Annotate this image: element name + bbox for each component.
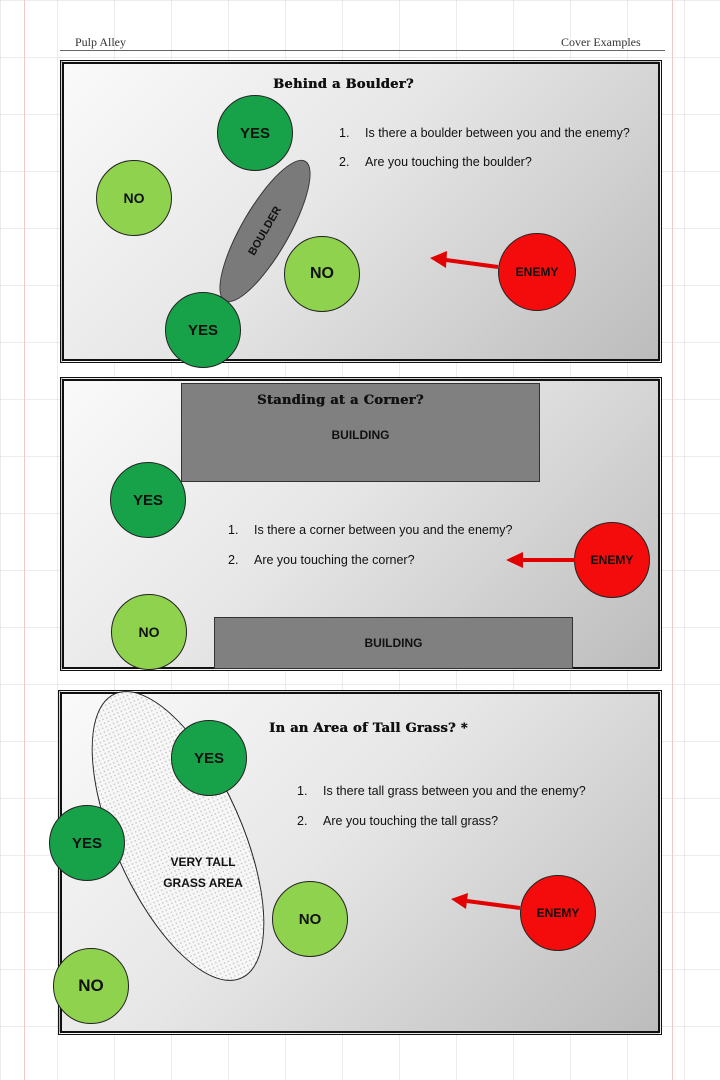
building-label: BUILDING [364, 636, 423, 650]
question-2: 2. Are you touching the boulder? [339, 155, 532, 169]
no-token: NO [53, 948, 129, 1024]
no-token: NO [272, 881, 348, 957]
question-1: 1. Is there tall grass between you and t… [297, 784, 586, 798]
question-text: Is there a corner between you and the en… [254, 523, 513, 537]
question-2: 2. Are you touching the corner? [228, 553, 415, 567]
panel-title: In an Area of Tall Grass? * [269, 721, 468, 736]
yes-token: YES [165, 292, 241, 368]
header-left: Pulp Alley [75, 35, 127, 49]
question-text: Are you touching the tall grass? [323, 814, 499, 828]
no-token: NO [284, 236, 360, 312]
panel-title: Standing at a Corner? [257, 393, 424, 408]
question-text: Are you touching the corner? [254, 553, 415, 567]
question-number: 2. [228, 553, 239, 567]
yes-token: YES [110, 462, 186, 538]
question-2: 2. Are you touching the tall grass? [297, 814, 498, 828]
tall-grass-label: VERY TALL GRASS AREA [148, 852, 258, 894]
question-1: 1. Is there a boulder between you and th… [339, 126, 630, 140]
grass-label-line: GRASS AREA [163, 876, 243, 890]
question-text: Is there a boulder between you and the e… [365, 126, 630, 140]
question-number: 1. [297, 784, 308, 798]
margin-line [24, 0, 25, 1080]
enemy-token: ENEMY [498, 233, 576, 311]
yes-token: YES [171, 720, 247, 796]
enemy-token: ENEMY [520, 875, 596, 951]
header-right: Cover Examples [561, 35, 641, 49]
question-number: 1. [339, 126, 350, 140]
panel-title: Behind a Boulder? [273, 77, 414, 92]
building-bottom: BUILDING [214, 617, 573, 669]
no-token: NO [96, 160, 172, 236]
question-text: Is there tall grass between you and the … [323, 784, 586, 798]
header-rule [60, 50, 665, 51]
building-label: BUILDING [331, 428, 390, 442]
question-number: 2. [297, 814, 308, 828]
question-1: 1. Is there a corner between you and the… [228, 523, 513, 537]
yes-token: YES [49, 805, 125, 881]
question-number: 2. [339, 155, 350, 169]
margin-line [672, 0, 673, 1080]
building-top: BUILDING [181, 383, 540, 482]
question-number: 1. [228, 523, 239, 537]
question-text: Are you touching the boulder? [365, 155, 532, 169]
yes-token: YES [217, 95, 293, 171]
no-token: NO [111, 594, 187, 670]
grass-label-line: VERY TALL [170, 855, 236, 869]
